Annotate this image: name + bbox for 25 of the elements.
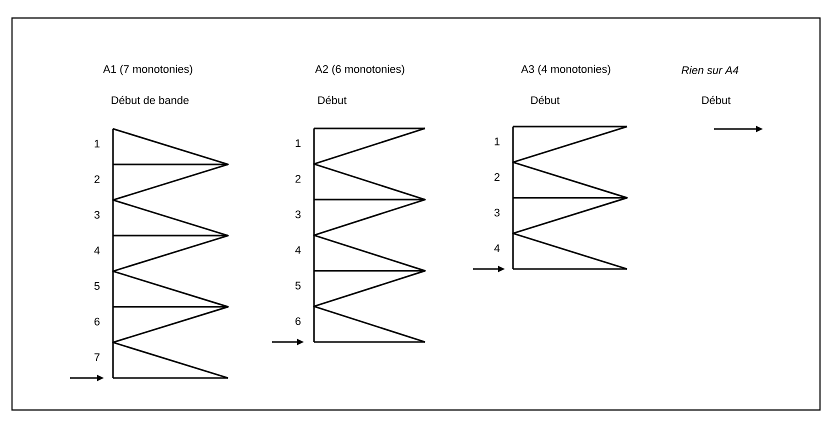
start-label: Début <box>702 96 731 104</box>
segment-number: 5 <box>295 282 301 290</box>
tape-title: A1 (7 monotonies) <box>103 64 192 76</box>
start-label: Début <box>318 96 347 104</box>
segment-number: 6 <box>296 317 301 326</box>
segment-number: 5 <box>94 282 100 290</box>
segment-number: 4 <box>494 244 500 252</box>
start-label: Début <box>531 96 560 104</box>
segment-number: 1 <box>494 138 500 146</box>
segment-number: 3 <box>494 208 500 216</box>
segment-number: 3 <box>94 210 100 219</box>
tape-title: A2 (6 monotonies) <box>315 64 404 76</box>
segment-number: 1 <box>94 140 100 148</box>
segment-number: 2 <box>94 175 100 184</box>
segment-number: 1 <box>296 139 301 147</box>
segment-number: 2 <box>494 173 500 181</box>
segment-number: 4 <box>295 246 301 254</box>
tape-title: Rien sur A4 <box>682 66 738 74</box>
segment-number: 4 <box>94 246 100 254</box>
segment-number: 2 <box>296 174 301 183</box>
segment-number: 6 <box>94 318 100 326</box>
tape-title: A3 (4 monotonies) <box>521 64 610 76</box>
segment-number: 7 <box>94 353 100 361</box>
segment-number: 3 <box>295 210 301 218</box>
start-label: Début de bande <box>112 96 189 104</box>
